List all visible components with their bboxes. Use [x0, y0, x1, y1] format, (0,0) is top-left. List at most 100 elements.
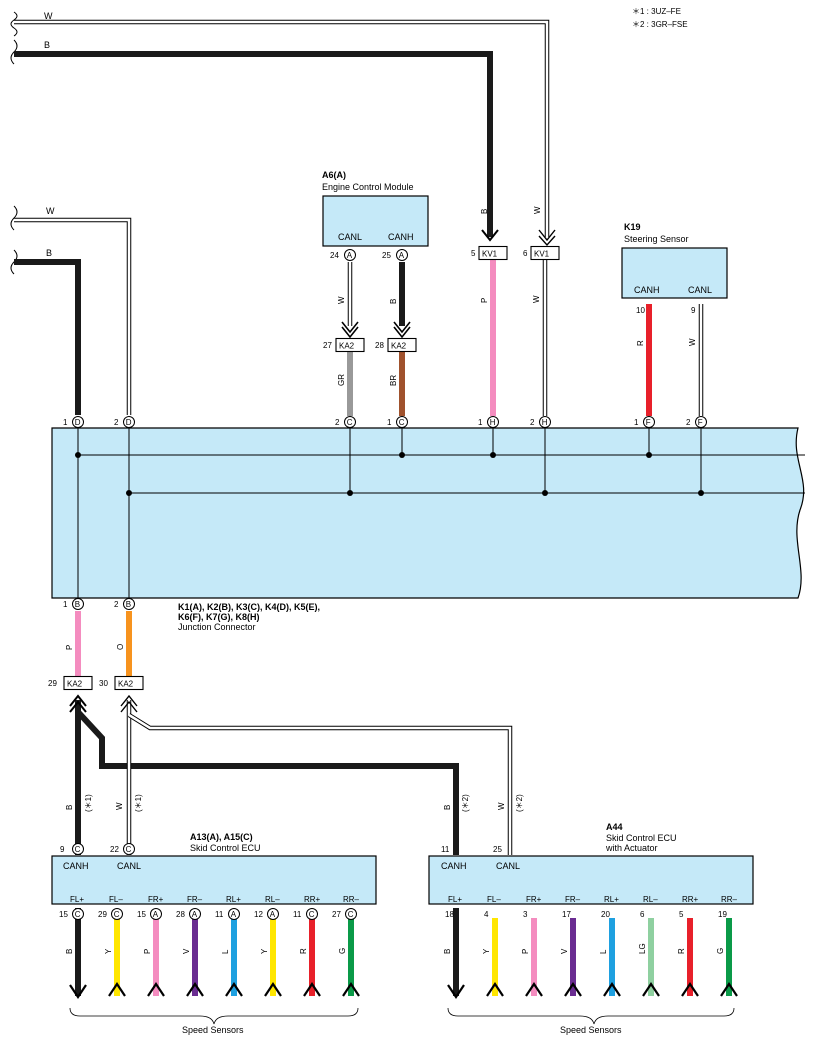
skid-a-sensor-arrow-0	[69, 984, 87, 999]
skid-a-sensor-pin-num-3: 28	[176, 910, 185, 919]
skid-b-name-1: Skid Control ECU	[606, 833, 677, 843]
skid-b-note-1: (＊2)	[461, 794, 470, 812]
skid-a-sensor-wire-label-5: Y	[260, 948, 269, 954]
skid-a-sensor-pin-3	[189, 908, 201, 920]
junction-top-pin-num-6: 1	[634, 418, 639, 427]
skid-a-note-2: (＊1)	[134, 794, 143, 812]
junction-bottom-pin-0	[72, 598, 84, 610]
junction-top-pin-num-2: 2	[335, 418, 340, 427]
mid-incoming-wires: W B	[10, 205, 132, 415]
skid-b-sensor-arrow-0	[447, 984, 465, 999]
skid-a-sensor-pin-num-5: 12	[254, 910, 263, 919]
skid-b-sensor-wire-label-2: P	[521, 949, 530, 954]
skid-b-code: A44	[606, 822, 623, 832]
skid-b-sensor-label-7: RR–	[721, 895, 738, 904]
steering-name: Steering Sensor	[624, 234, 689, 244]
kv1-pin-5: 5	[471, 249, 476, 258]
skid-a-sensor-wire-label-0: B	[65, 949, 74, 954]
ka2-connector-28	[387, 337, 417, 353]
junction-top-pin-1-letter: D	[126, 418, 132, 427]
skid-a-canh-conn: C	[75, 845, 81, 854]
ka2-pin-27: 27	[323, 341, 332, 350]
junction-bottom-pin-1-letter: B	[126, 600, 131, 609]
skid-a-sensor-pin-4-letter: A	[231, 910, 237, 919]
junction-box	[51, 427, 805, 599]
steering-wire-label-canl: W	[688, 338, 697, 346]
junction-top-pin-4-letter: H	[490, 418, 496, 427]
wire-label-w: W	[532, 295, 541, 303]
skid-b-sensor-pin-num-6: 5	[679, 910, 684, 919]
skid-a-sensor-pin-7-letter: C	[348, 910, 354, 919]
junction-codes-2: K6(F), K7(G), K8(H)	[178, 612, 260, 622]
skid-a-canh: CANH	[63, 861, 89, 871]
junction-top-pin-num-3: 1	[387, 418, 392, 427]
skid-a-sensor-pin-5-letter: A	[270, 910, 276, 919]
ka2-connector-27-label: KA2	[339, 341, 355, 350]
skid-b-name-2: with Actuator	[605, 843, 658, 853]
kv1-w-label: W	[533, 206, 542, 214]
wire-label-p: P	[480, 298, 489, 303]
skid-b-note-2: (＊2)	[515, 794, 524, 812]
skid-b-sensor-arrow-2	[525, 982, 543, 997]
junction-top-pin-num-5: 2	[530, 418, 535, 427]
skid-a-sensor-wire-label-6: R	[299, 948, 308, 954]
skid-a-sensor-wire-label-2: P	[143, 949, 152, 954]
skid-a-canh-wire-label: B	[65, 805, 74, 810]
junction-connector: K1(A), K2(B), K3(C), K4(D), K5(E), K6(F)…	[51, 423, 805, 632]
skid-a-sensor-pin-5	[267, 908, 279, 920]
ecm-box	[322, 195, 429, 247]
mid-b-label: B	[46, 248, 52, 258]
junction-top-pin-num-1: 2	[114, 418, 119, 427]
ecm-code: A6(A)	[322, 170, 346, 180]
steering-canh: CANH	[634, 285, 660, 295]
skid-b-sensor-wire-label-5: LG	[638, 943, 647, 954]
junction-top-pin-2	[344, 416, 356, 428]
skid-a-sensor-arrow-3	[186, 982, 204, 997]
kv1-connector-6	[530, 245, 560, 261]
skid-b-sensor-label-0: FL+	[448, 895, 462, 904]
ecm-canh-pin-num: 25	[382, 251, 391, 260]
junction-top-pin-6	[643, 416, 655, 428]
skid-b-sensor-label-1: FL–	[487, 895, 501, 904]
skid-a-sensor-pin-num-0: 15	[59, 910, 68, 919]
skid-a-sensor-label-3: FR–	[187, 895, 203, 904]
skid-b-box	[428, 855, 754, 905]
skid-a-sensor-wire-label-4: L	[221, 949, 230, 954]
junction-top-pin-1	[123, 416, 135, 428]
wire-label-gr: GR	[337, 374, 346, 386]
skid-b-sensor-pin-num-0: 18	[445, 910, 454, 919]
skid-b-sensor-label-6: RR+	[682, 895, 699, 904]
steering-canl-pin-num: 9	[691, 306, 696, 315]
skid-b-sensor-pin-num-4: 20	[601, 910, 610, 919]
skid-b-sensor-label-5: RL–	[643, 895, 658, 904]
skid-a-sensor-label-1: FL–	[109, 895, 123, 904]
junction-top-pin-0-letter: D	[75, 418, 81, 427]
skid-a-box	[51, 855, 377, 905]
junction-codes-1: K1(A), K2(B), K3(C), K4(D), K5(E),	[178, 602, 320, 612]
skid-a-sensor-pin-0-letter: C	[75, 910, 81, 919]
junction-top-pin-3-letter: C	[399, 418, 405, 427]
skid-a-canl-conn: C	[126, 845, 132, 854]
skid-a-sensor-pin-2	[150, 908, 162, 920]
junction-top-pin-7-letter: F	[698, 418, 703, 427]
skid-b-canh: CANH	[441, 861, 467, 871]
ka2-pin-28: 28	[375, 341, 384, 350]
steering-code: K19	[624, 222, 641, 232]
skid-b-sensor-pin-num-1: 4	[484, 910, 489, 919]
skid-b-sensor-label-2: FR+	[526, 895, 542, 904]
skid-a-sensor-pin-3-letter: A	[192, 910, 198, 919]
ka2-connector-bottom-0	[63, 675, 93, 691]
skid-a-sensor-label-7: RR–	[343, 895, 360, 904]
junction-top-pin-5-letter: H	[542, 418, 548, 427]
skid-b-sensor-pin-num-5: 6	[640, 910, 645, 919]
skid-b-canh-wire-label: B	[443, 805, 452, 810]
skid-b-sensor-wire-label-1: Y	[482, 948, 491, 954]
skid-control-ecu-a: A13(A), A15(C) Skid Control ECU CANH CAN…	[51, 832, 377, 905]
skid-a-sensor-pin-0	[72, 908, 84, 920]
ecm-canl-pin	[344, 249, 356, 261]
skid-a-sensor-pin-6-letter: C	[309, 910, 315, 919]
skid-b-sensor-pin-num-3: 17	[562, 910, 571, 919]
ka2-connector-bottom-1	[114, 675, 144, 691]
junction-bottom-wire-label-0: P	[65, 645, 74, 650]
skid-a-sensor-pin-1-letter: C	[114, 910, 120, 919]
